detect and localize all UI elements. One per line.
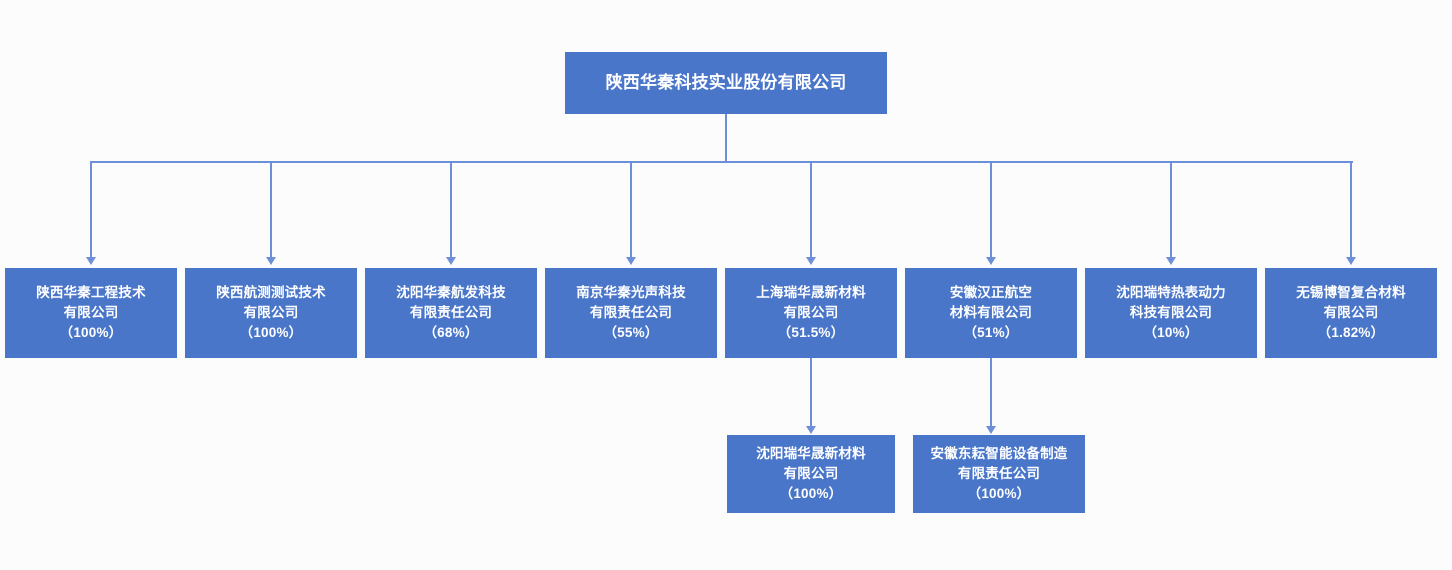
org-node-child-6[interactable]: 安徽汉正航空 材料有限公司 （51%） xyxy=(905,268,1077,358)
org-node-child-4-line-0: 南京华秦光声科技 xyxy=(576,285,686,300)
org-node-child-2-line-0: 陕西航测测试技术 xyxy=(216,285,326,300)
org-node-child-1-line-0: 陕西华秦工程技术 xyxy=(36,285,146,300)
org-node-child-4-ownership: （55%） xyxy=(603,325,659,340)
connector-drop-grand-2 xyxy=(990,358,992,428)
arrowhead-7 xyxy=(1166,257,1176,265)
connector-drop-6 xyxy=(990,161,992,259)
org-node-child-8-ownership: （1.82%） xyxy=(1317,325,1385,340)
arrowhead-5 xyxy=(806,257,816,265)
org-node-grandchild-2-line-0: 安徽东耘智能设备制造 xyxy=(930,446,1068,461)
org-node-child-2-line-1: 有限公司 xyxy=(243,305,299,320)
org-node-child-2-ownership: （100%） xyxy=(239,325,303,340)
arrowhead-6 xyxy=(986,257,996,265)
org-node-child-3-ownership: （68%） xyxy=(423,325,479,340)
org-node-child-4[interactable]: 南京华秦光声科技 有限责任公司 （55%） xyxy=(545,268,717,358)
org-node-root[interactable]: 陕西华秦科技实业股份有限公司 xyxy=(565,52,887,114)
org-node-child-3-line-1: 有限责任公司 xyxy=(409,305,493,320)
connector-root-stem xyxy=(725,114,727,162)
org-node-child-7-ownership: （10%） xyxy=(1143,325,1199,340)
org-node-child-6-line-1: 材料有限公司 xyxy=(949,305,1033,320)
org-node-grandchild-1-ownership: （100%） xyxy=(779,486,843,501)
org-node-child-7-line-1: 科技有限公司 xyxy=(1129,305,1213,320)
org-node-grandchild-1-line-1: 有限公司 xyxy=(783,466,839,481)
org-node-root-line-0: 陕西华秦科技实业股份有限公司 xyxy=(605,73,847,92)
org-node-grandchild-2-line-1: 有限责任公司 xyxy=(957,466,1041,481)
connector-drop-2 xyxy=(270,161,272,259)
connector-drop-grand-1 xyxy=(810,358,812,428)
org-node-grandchild-2[interactable]: 安徽东耘智能设备制造 有限责任公司 （100%） xyxy=(913,435,1085,513)
arrowhead-3 xyxy=(446,257,456,265)
org-node-child-8[interactable]: 无锡博智复合材料 有限公司 （1.82%） xyxy=(1265,268,1437,358)
connector-drop-1 xyxy=(90,161,92,259)
org-node-child-5-line-0: 上海瑞华晟新材料 xyxy=(756,285,866,300)
org-node-grandchild-2-ownership: （100%） xyxy=(967,486,1031,501)
org-node-child-2[interactable]: 陕西航测测试技术 有限公司 （100%） xyxy=(185,268,357,358)
org-node-child-8-line-0: 无锡博智复合材料 xyxy=(1296,285,1406,300)
org-node-child-5-line-1: 有限公司 xyxy=(783,305,839,320)
org-node-child-3-line-0: 沈阳华秦航发科技 xyxy=(396,285,506,300)
org-node-child-6-ownership: （51%） xyxy=(963,325,1019,340)
connector-drop-3 xyxy=(450,161,452,259)
org-node-child-6-line-0: 安徽汉正航空 xyxy=(949,285,1033,300)
arrowhead-2 xyxy=(266,257,276,265)
arrowhead-grand-2 xyxy=(986,426,996,434)
arrowhead-grand-1 xyxy=(806,426,816,434)
org-node-child-1-ownership: （100%） xyxy=(59,325,123,340)
connector-drop-7 xyxy=(1170,161,1172,259)
org-node-child-1[interactable]: 陕西华秦工程技术 有限公司 （100%） xyxy=(5,268,177,358)
org-node-child-1-line-1: 有限公司 xyxy=(63,305,119,320)
arrowhead-8 xyxy=(1346,257,1356,265)
org-node-grandchild-1-line-0: 沈阳瑞华晟新材料 xyxy=(756,446,866,461)
arrowhead-4 xyxy=(626,257,636,265)
connector-bus xyxy=(91,161,1353,163)
org-node-child-5[interactable]: 上海瑞华晟新材料 有限公司 （51.5%） xyxy=(725,268,897,358)
connector-drop-4 xyxy=(630,161,632,259)
arrowhead-1 xyxy=(86,257,96,265)
org-node-child-7[interactable]: 沈阳瑞特热表动力 科技有限公司 （10%） xyxy=(1085,268,1257,358)
org-node-grandchild-1[interactable]: 沈阳瑞华晟新材料 有限公司 （100%） xyxy=(727,435,895,513)
org-node-child-5-ownership: （51.5%） xyxy=(777,325,845,340)
connector-drop-5 xyxy=(810,161,812,259)
org-node-child-7-line-0: 沈阳瑞特热表动力 xyxy=(1116,285,1226,300)
org-node-child-4-line-1: 有限责任公司 xyxy=(589,305,673,320)
org-node-child-3[interactable]: 沈阳华秦航发科技 有限责任公司 （68%） xyxy=(365,268,537,358)
connector-drop-8 xyxy=(1350,161,1352,259)
org-node-child-8-line-1: 有限公司 xyxy=(1323,305,1379,320)
